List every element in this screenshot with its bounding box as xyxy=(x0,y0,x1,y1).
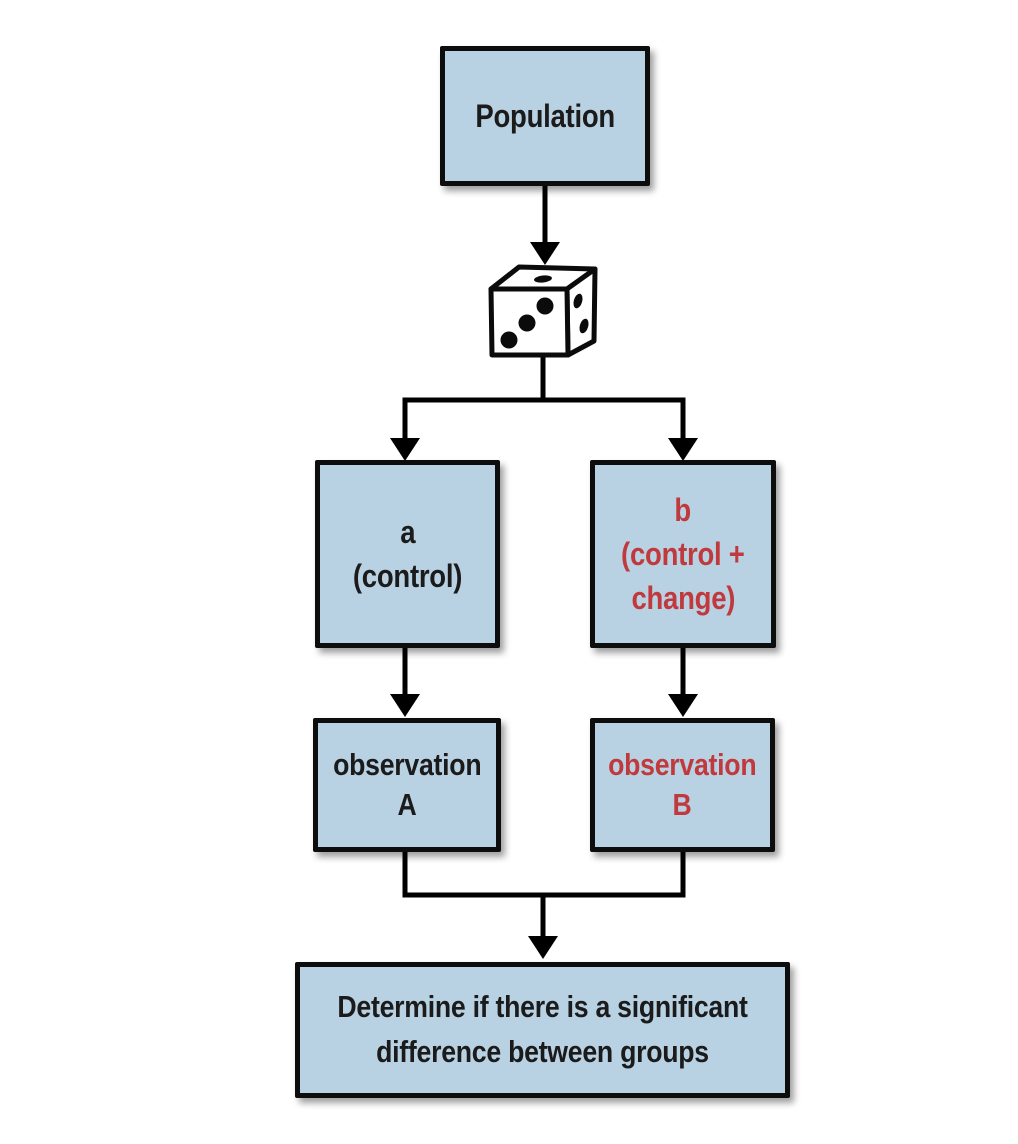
arrow-to-conclusion xyxy=(528,936,558,959)
die-right-face xyxy=(564,266,598,358)
observation-b-label-line1: observation xyxy=(608,746,757,782)
group-a-label-line2: (control) xyxy=(352,558,463,594)
arrow-group-b-to-observation-b xyxy=(668,642,698,717)
population-label: Population xyxy=(475,97,615,134)
group-b-label-line1: b xyxy=(674,491,692,528)
conclusion-label-line2: difference between groups xyxy=(376,1034,709,1069)
observation-a-node: observation A xyxy=(313,718,501,852)
observation-b-label-line2: B xyxy=(672,787,693,822)
join-branch xyxy=(402,846,686,959)
group-b-label-line2: (control + xyxy=(621,535,745,572)
die-top-face xyxy=(488,264,598,292)
die-front-face xyxy=(488,286,571,358)
split-branch xyxy=(390,397,698,461)
arrow-population-to-dice xyxy=(530,181,560,265)
conclusion-node: Determine if there is a significant diff… xyxy=(295,962,790,1098)
arrow-to-group-b xyxy=(668,438,698,461)
observation-a-label-line2: A xyxy=(397,787,417,822)
group-b-label-line3: change) xyxy=(631,580,735,617)
arrow-group-a-to-observation-a xyxy=(390,642,420,717)
observation-a-label-line1: observation xyxy=(332,746,482,782)
arrow-to-group-a xyxy=(390,438,420,461)
observation-b-node: observation B xyxy=(590,718,775,852)
dice-icon xyxy=(488,264,598,358)
conclusion-label-line1: Determine if there is a significant xyxy=(337,989,748,1025)
group-b-node: b (control + change) xyxy=(590,460,776,648)
group-a-label-line1: a xyxy=(399,513,416,550)
group-a-node: a (control) xyxy=(315,460,500,648)
population-node: Population xyxy=(440,46,650,186)
